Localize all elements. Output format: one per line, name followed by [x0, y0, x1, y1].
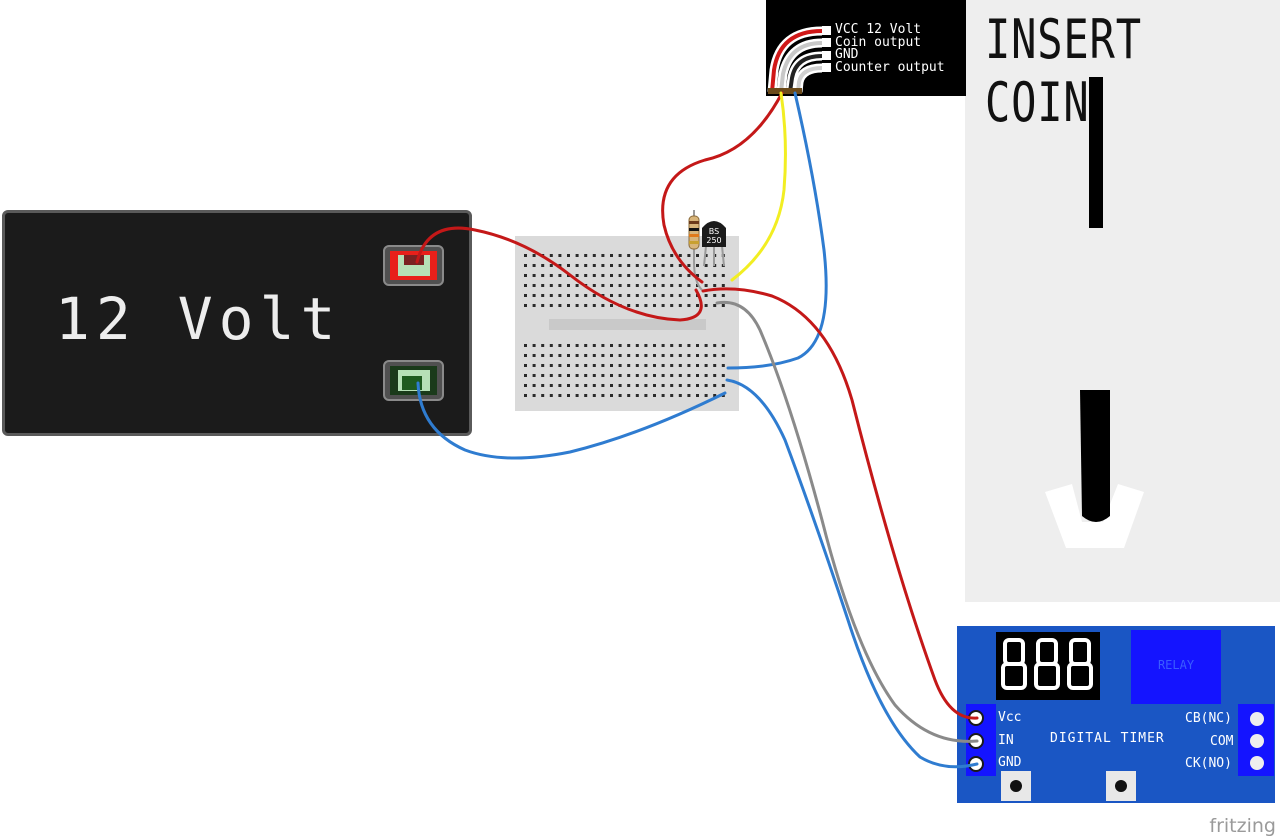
coin-acceptor-title: INSERT COIN — [985, 8, 1142, 134]
battery-positive-terminal[interactable] — [383, 245, 444, 286]
wire-timer-in[interactable] — [715, 300, 979, 743]
timer-label-in: IN — [998, 733, 1014, 748]
timer-label-nc: CB(NC) — [1185, 711, 1232, 726]
relay — [1131, 630, 1221, 704]
timer-digits — [1001, 638, 1093, 690]
wire-battery-positive[interactable] — [415, 226, 703, 322]
timer-button-left[interactable] — [1001, 771, 1031, 801]
pin-label-counter-output: Counter output — [835, 59, 945, 75]
battery-label: 12 Volt — [55, 285, 342, 353]
timer-no-terminal[interactable] — [1250, 756, 1264, 770]
timer-title: DIGITAL TIMER — [1050, 731, 1165, 746]
wire-battery-negative[interactable] — [416, 381, 727, 460]
timer-label-vcc: Vcc — [998, 710, 1022, 725]
timer-nc-terminal[interactable] — [1250, 712, 1264, 726]
fritzing-watermark: fritzing — [1209, 815, 1276, 837]
wire-coin-vcc[interactable] — [661, 91, 784, 284]
pin-label-gnd: GND — [835, 47, 859, 62]
wire-timer-gnd[interactable] — [725, 378, 979, 769]
timer-label-no: CK(NO) — [1185, 756, 1232, 771]
transistor-label-line2: 250 — [706, 236, 721, 245]
wire-coin-gnd[interactable] — [726, 91, 828, 370]
coin-chute — [1045, 484, 1144, 548]
pin-label-vcc: VCC 12 Volt — [835, 22, 922, 37]
transistor-bs250: BS 250 — [702, 221, 726, 267]
transistor-label-line1: BS — [709, 227, 719, 236]
pin-label-coin-output: Coin output — [835, 34, 922, 50]
coin-acceptor-pins — [767, 26, 831, 94]
battery-negative-terminal[interactable] — [383, 360, 444, 401]
timer-label-gnd: GND — [998, 755, 1022, 770]
coin-arrow-icon — [1080, 390, 1110, 522]
breadboard — [515, 236, 739, 411]
timer-com-terminal[interactable] — [1250, 734, 1264, 748]
relay-label: RELAY — [1157, 658, 1195, 672]
coin-slot — [1089, 77, 1103, 228]
timer-button-right[interactable] — [1106, 771, 1136, 801]
wire-coin-output[interactable] — [730, 91, 787, 282]
timer-label-com: COM — [1210, 734, 1234, 749]
wire-timer-vcc[interactable] — [701, 287, 979, 720]
